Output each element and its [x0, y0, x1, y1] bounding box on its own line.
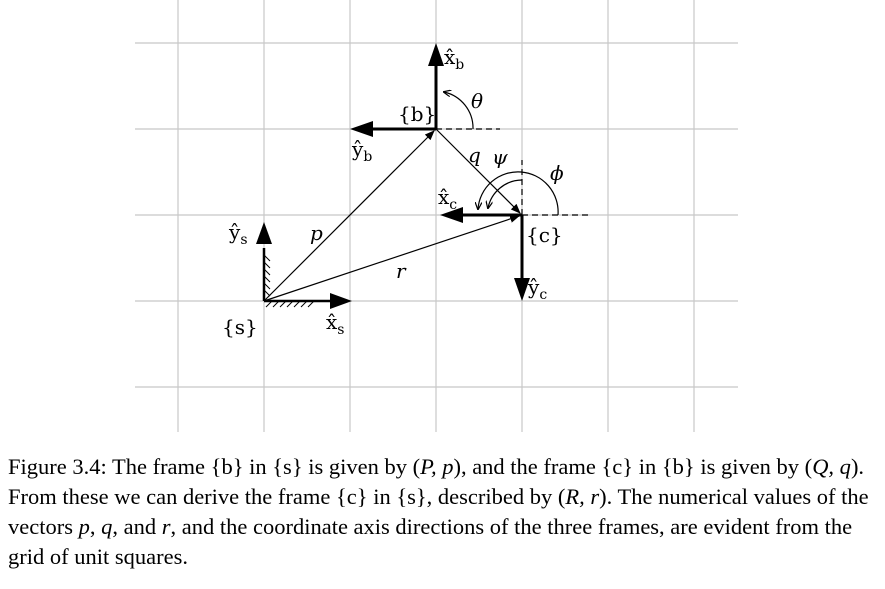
frame-s	[256, 222, 352, 309]
frame-s-y-arrowhead	[256, 222, 272, 244]
caption-math-run: Q, q	[812, 454, 851, 479]
figure-caption: Figure 3.4: The frame {b} in {s} is give…	[8, 452, 880, 572]
frame-s-x-axis-label: x̂s	[326, 310, 344, 338]
frame-c-x-axis-label: x̂c	[438, 185, 457, 213]
frame-c-x-arrowhead	[440, 207, 463, 223]
caption-text-run: , and the coordinate axis directions of …	[8, 514, 853, 569]
theta-label: θ	[471, 89, 483, 113]
psi-label: ψ	[492, 145, 508, 169]
frame-s-label: {s}	[222, 315, 258, 339]
vector-q	[435, 128, 521, 214]
caption-text-run: The frame {b} in {s} is given by (	[106, 454, 421, 479]
caption-math-run: r	[161, 514, 171, 539]
vector-r-label: r	[396, 259, 407, 283]
frame-b-x-axis-label: x̂b	[444, 45, 464, 73]
vector-p	[263, 130, 435, 302]
caption-math-run: R, r	[565, 484, 600, 509]
caption-text-run: ). The numerical values of the vectors	[8, 484, 869, 539]
vector-p-label: p	[310, 221, 323, 245]
frame-s-hatch	[262, 248, 332, 308]
caption-prefix: Figure 3.4:	[8, 454, 107, 479]
caption-text-run: ,	[89, 514, 102, 539]
frame-c-y-arrowhead	[514, 278, 530, 301]
phi-label: ϕ	[550, 161, 564, 185]
frame-c	[440, 160, 588, 301]
frame-b-y-axis-label: ŷb	[351, 137, 372, 165]
caption-math-run: q	[101, 514, 113, 539]
theta-arc	[444, 92, 474, 130]
frame-b	[350, 43, 500, 137]
caption-text-run: ). From these we can derive the frame {c…	[8, 454, 865, 509]
frame-b-x-arrowhead	[428, 43, 444, 66]
frame-b-y-arrowhead	[350, 121, 373, 137]
frame-c-label: {c}	[526, 223, 563, 247]
frame-c-y-axis-label: ŷc	[527, 275, 547, 303]
caption-text-run: ), and the frame {c} in {b} is given by …	[453, 454, 813, 479]
vector-r	[263, 215, 520, 302]
caption-body: The frame {b} in {s} is given by (P, p),…	[8, 454, 869, 569]
caption-text-run: , and	[112, 514, 162, 539]
frames-diagram: {b} {c} {s} x̂b ŷb x̂c ŷc ŷs x̂s p q r θ…	[135, 0, 738, 432]
phi-arc	[478, 171, 559, 216]
frame-s-x-arrowhead	[330, 293, 352, 309]
frame-s-y-axis-label: ŷs	[228, 220, 248, 248]
caption-math-run: P, p	[420, 454, 454, 479]
psi-arc	[488, 179, 523, 208]
vector-q-label: q	[468, 143, 481, 167]
frame-b-label: {b}	[398, 102, 436, 126]
caption-math-run: p	[78, 514, 90, 539]
